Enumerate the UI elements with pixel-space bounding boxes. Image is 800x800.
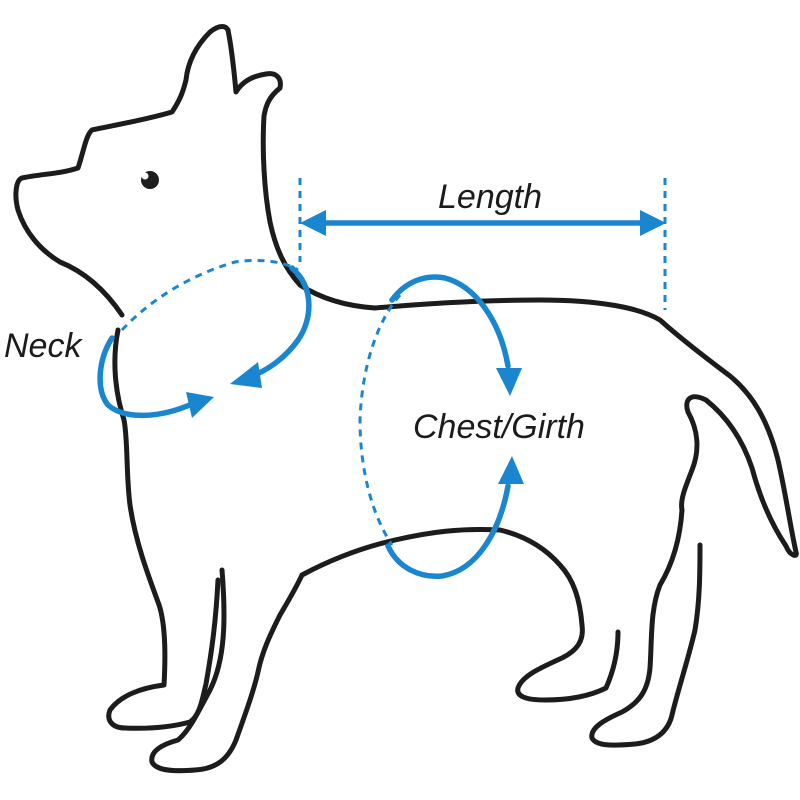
neck-front-arc bbox=[97, 335, 195, 419]
dog-head-and-back-outline bbox=[13, 24, 799, 558]
dog-rear-leg-outline bbox=[589, 507, 703, 748]
chest-girth-label: Chest/Girth bbox=[413, 408, 585, 446]
neck-dashed-back-arc bbox=[120, 258, 299, 332]
chest-top-arc bbox=[389, 274, 511, 369]
dog-chest-and-front-legs-outline bbox=[106, 327, 221, 731]
chest-bottom-arrowhead bbox=[498, 456, 524, 484]
dog-outline bbox=[13, 24, 799, 774]
neck-side-arrowhead bbox=[230, 362, 262, 388]
length-arrow-right-head bbox=[640, 210, 666, 236]
neck-measurement: Neck bbox=[4, 258, 312, 419]
chest-top-arrowhead bbox=[496, 368, 522, 396]
dog-eye-highlight bbox=[141, 172, 149, 180]
neck-label: Neck bbox=[4, 327, 83, 365]
chest-girth-measurement: Chest/Girth bbox=[358, 274, 585, 579]
neck-front-arrowhead bbox=[186, 392, 214, 418]
length-arrow-left-head bbox=[300, 210, 326, 236]
length-label: Length bbox=[438, 178, 542, 216]
neck-side-arc bbox=[249, 265, 312, 379]
chest-bottom-arc bbox=[385, 483, 511, 579]
length-measurement: Length bbox=[298, 178, 667, 310]
dog-front-leg-outline bbox=[149, 567, 305, 774]
chest-dashed-back-arc bbox=[358, 294, 402, 546]
dog-hind-leg-outline bbox=[515, 622, 621, 703]
